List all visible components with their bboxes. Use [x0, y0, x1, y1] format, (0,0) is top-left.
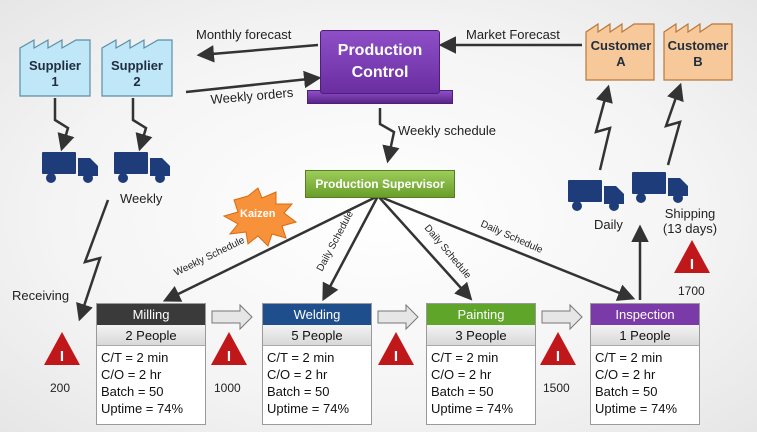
- receiving-label: Receiving: [12, 288, 70, 303]
- shipping-label-line1: Shipping: [664, 206, 716, 221]
- batch-size: Batch = 50: [595, 384, 658, 399]
- truck-icon: [114, 152, 170, 183]
- weekly-schedule-arrow: [378, 108, 400, 164]
- supplier-2-name: Supplier: [110, 58, 163, 73]
- uptime: Uptime = 74%: [431, 401, 514, 416]
- customer-b-name: Customer: [667, 38, 729, 53]
- changeover-time: C/O = 2 hr: [101, 367, 162, 382]
- process-people: 3 People: [427, 325, 535, 346]
- production-control: Production Control: [320, 30, 440, 94]
- daily-label: Daily: [594, 217, 623, 232]
- uptime: Uptime = 74%: [101, 401, 184, 416]
- shipping-label-line2: (13 days): [662, 220, 718, 236]
- weekly-schedule-label: Weekly schedule: [398, 123, 497, 138]
- production-control-line2: Control: [351, 64, 409, 81]
- weekly-schedule-edge-label: Weekly Schedule: [172, 235, 246, 279]
- inventory-count: 1500: [543, 381, 570, 395]
- weekly-schedule-edge: [162, 194, 379, 302]
- truck-icon: [568, 180, 624, 211]
- weekly-orders-arrow: [185, 70, 322, 94]
- cycle-time: C/T = 2 min: [101, 350, 169, 365]
- inventory-marker: I: [60, 348, 64, 365]
- truck-icon: [632, 172, 688, 203]
- customer-a-letter: A: [616, 54, 626, 70]
- monthly-forecast-label: Monthly forecast: [196, 27, 292, 42]
- customer-a-name: Customer: [590, 38, 652, 53]
- process-milling: Milling 2 People C/T = 2 min C/O = 2 hr …: [96, 303, 206, 425]
- inventory-triangle-icon: [674, 240, 710, 273]
- supplier-1-number: 1: [51, 74, 59, 90]
- inventory-count: 1700: [678, 284, 705, 298]
- customer-b-letter: B: [693, 54, 703, 70]
- inventory-marker: I: [556, 348, 560, 365]
- cycle-time: C/T = 2 min: [267, 350, 335, 365]
- process-inspection: Inspection 1 People C/T = 2 min C/O = 2 …: [590, 303, 700, 425]
- inventory-triangle-icon: [540, 332, 576, 365]
- kaizen-burst-icon: [222, 187, 298, 247]
- receiving-arrow: [76, 199, 110, 322]
- supplier-2-number: 2: [133, 74, 141, 90]
- customer-factories: [585, 22, 733, 81]
- market-forecast-label: Market Forecast: [466, 27, 560, 42]
- process-people: 1 People: [591, 325, 699, 346]
- push-arrow: [377, 303, 419, 331]
- daily-flow-arrow: [594, 84, 613, 171]
- cycle-time: C/T = 2 min: [431, 350, 499, 365]
- changeover-time: C/O = 2 hr: [595, 367, 656, 382]
- kaizen-label: Kaizen: [240, 208, 276, 220]
- production-supervisor: Production Supervisor: [305, 170, 455, 198]
- process-people: 5 People: [263, 325, 371, 346]
- shipping-label: Shipping (13 days): [658, 206, 722, 237]
- shipping-flow-arrow: [664, 82, 684, 166]
- customer-a: Customer A: [586, 38, 656, 71]
- daily-schedule-edge-3: [377, 194, 636, 301]
- factory-icon: [19, 38, 91, 97]
- process-people: 2 People: [97, 325, 205, 346]
- process-title: Welding: [263, 304, 371, 325]
- customer-b: Customer B: [662, 38, 734, 71]
- inventory-count: 200: [50, 381, 71, 395]
- weekly-label: Weekly: [120, 191, 163, 206]
- batch-size: Batch = 50: [101, 384, 164, 399]
- production-control-line1: Production: [337, 42, 423, 60]
- inventory-marker: I: [690, 256, 694, 273]
- batch-size: Batch = 50: [267, 384, 330, 399]
- factory-icon: [585, 22, 655, 81]
- truck-icon: [42, 152, 98, 183]
- uptime: Uptime = 74%: [595, 401, 678, 416]
- push-arrow: [211, 303, 253, 331]
- changeover-time: C/O = 2 hr: [267, 367, 328, 382]
- supplier-1-name: Supplier: [28, 58, 81, 73]
- cycle-time: C/T = 2 min: [595, 350, 663, 365]
- push-arrow: [541, 303, 583, 331]
- inventory-triangle-icon: [211, 332, 247, 365]
- factory-icon: [101, 38, 173, 97]
- daily-schedule-label-1: Daily Schedule: [315, 209, 356, 273]
- inventory-count: 1000: [214, 381, 241, 395]
- process-title: Painting: [427, 304, 535, 325]
- process-welding: Welding 5 People C/T = 2 min C/O = 2 hr …: [262, 303, 372, 425]
- supplier-factories: [19, 38, 173, 97]
- monthly-forecast-arrow: [196, 43, 319, 63]
- inventory-marker: I: [227, 348, 231, 365]
- supplier-1: Supplier 1: [22, 58, 88, 91]
- supplier2-flow-arrow: [131, 98, 153, 152]
- batch-size: Batch = 50: [431, 384, 494, 399]
- supplier-2: Supplier 2: [104, 58, 170, 91]
- process-painting: Painting 3 People C/T = 2 min C/O = 2 hr…: [426, 303, 536, 425]
- process-title: Inspection: [591, 304, 699, 325]
- changeover-time: C/O = 2 hr: [431, 367, 492, 382]
- supplier1-flow-arrow: [53, 98, 75, 152]
- inventory-triangle-icon: [44, 332, 80, 365]
- inventory-triangle-icon: [378, 332, 414, 365]
- uptime: Uptime = 74%: [267, 401, 350, 416]
- inventory-marker: I: [394, 348, 398, 365]
- process-title: Milling: [97, 304, 205, 325]
- daily-schedule-edge-1: [322, 195, 380, 302]
- factory-icon: [663, 22, 733, 81]
- daily-schedule-edge-2: [377, 195, 473, 301]
